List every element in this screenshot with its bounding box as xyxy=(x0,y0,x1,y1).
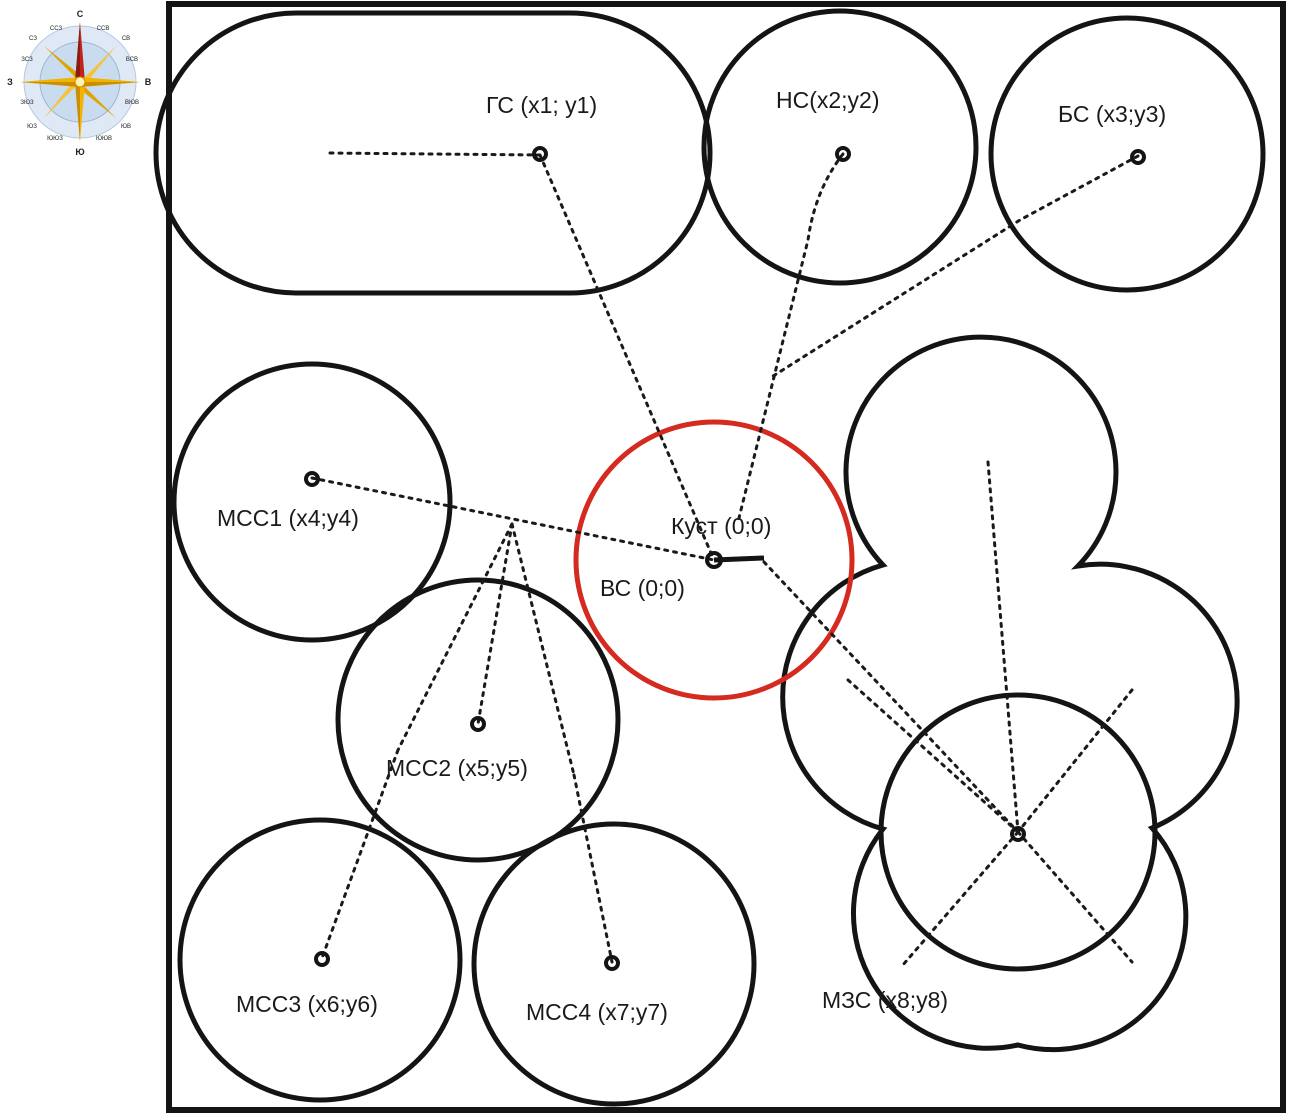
compass-nne: ССВ xyxy=(97,26,110,32)
compass-se: ЮВ xyxy=(121,124,131,130)
compass-e: В xyxy=(145,77,152,87)
vs-label: ВС (0;0) xyxy=(600,575,685,601)
gs-marker xyxy=(532,146,548,162)
mss4-marker xyxy=(604,955,620,971)
compass-rose-icon: С Ю В З ССВ СВ ВСВ ВЮВ ЮВ ЮЮВ ЮЮЗ ЮЗ ЗЮЗ… xyxy=(7,9,152,157)
compass-ene: ВСВ xyxy=(126,57,138,63)
mzs-zone-inner xyxy=(878,692,1158,972)
compass-nw: СЗ xyxy=(29,36,37,42)
mzs-label: МЗС (x8;y8) xyxy=(822,987,948,1013)
bs-label: БС (x3;y3) xyxy=(1058,101,1166,127)
compass-sw: ЮЗ xyxy=(27,124,37,130)
bs-zone xyxy=(988,15,1266,293)
compass-ssw: ЮЮЗ xyxy=(47,136,63,142)
compass-ne: СВ xyxy=(122,36,130,42)
mss4-label: МСС4 (x7;y7) xyxy=(526,999,668,1025)
mss1-zone xyxy=(171,361,453,643)
gs-label: ГС (x1; y1) xyxy=(486,92,597,118)
mss2-marker xyxy=(470,716,486,732)
ns-label: НС(x2;y2) xyxy=(776,87,880,113)
mss3-zone xyxy=(177,817,463,1103)
mss1-marker xyxy=(304,471,320,487)
compass-w: З xyxy=(7,77,13,87)
compass-wsw: ЗЮЗ xyxy=(20,100,34,106)
site-boundary xyxy=(166,1,1286,1113)
mss1-label: МСС1 (x4;y4) xyxy=(217,505,359,531)
compass-ese: ВЮВ xyxy=(125,100,139,106)
mss4-zone xyxy=(471,821,757,1107)
mss3-marker xyxy=(314,951,330,967)
mss2-label: МСС2 (x5;y5) xyxy=(386,755,528,781)
connector-lines xyxy=(310,151,1140,968)
compass-s: Ю xyxy=(75,147,84,157)
mss3-label: МСС3 (x6;y6) xyxy=(236,991,378,1017)
center-marker xyxy=(705,551,723,569)
ns-marker xyxy=(835,146,851,162)
compass-sse: ЮЮВ xyxy=(96,136,112,142)
ns-zone xyxy=(701,8,979,286)
mzs-marker xyxy=(1010,826,1026,842)
mss2-zone xyxy=(335,577,621,863)
compass-wnw: ЗСЗ xyxy=(21,57,33,63)
kust-label: Куст (0;0) xyxy=(671,513,771,539)
center-ring xyxy=(573,419,855,701)
compass-nnw: ССЗ xyxy=(50,26,63,32)
gs-zone xyxy=(153,10,713,296)
bs-marker xyxy=(1130,149,1146,165)
compass-n: С xyxy=(77,9,84,19)
